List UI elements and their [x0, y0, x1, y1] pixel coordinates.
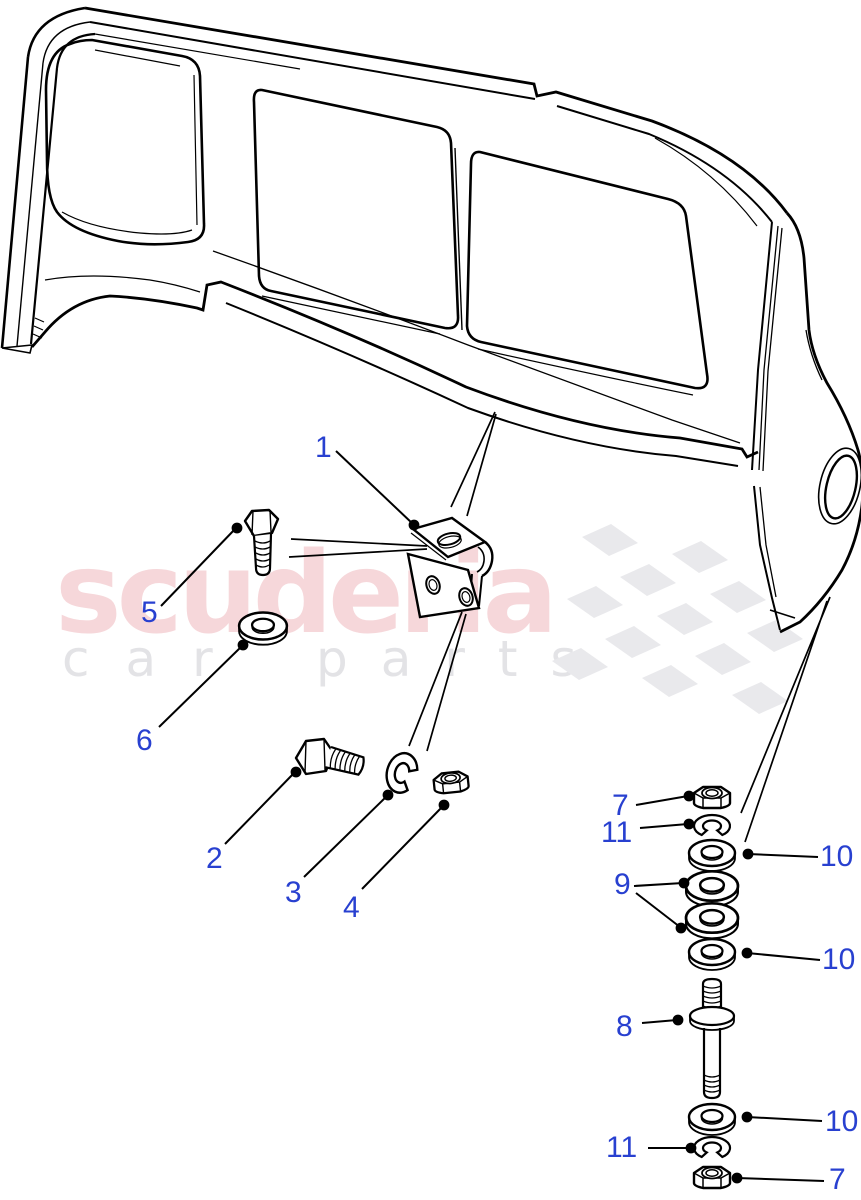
- bolt-part-2: [294, 737, 365, 776]
- callout-label-8[interactable]: 8: [616, 1010, 633, 1043]
- nut-part-4: [431, 769, 471, 796]
- callout-label-4[interactable]: 4: [343, 891, 360, 924]
- washer-part-6: [237, 611, 289, 646]
- spring-washer-part-11-bottom: [692, 1135, 732, 1159]
- callout-label-2[interactable]: 2: [206, 842, 223, 875]
- bolt-part-5: [243, 508, 280, 577]
- tagline-watermark-parts: parts: [316, 630, 610, 688]
- grab-handle-cutout: [817, 447, 861, 525]
- bracket-part-1: [406, 516, 494, 619]
- callout-label-6[interactable]: 6: [136, 724, 153, 757]
- washer-part-9-a: [684, 869, 740, 908]
- assembly-pointer-lines: [288, 411, 831, 843]
- callout-label-10-a[interactable]: 10: [820, 840, 853, 873]
- stud-part-8: [688, 977, 736, 1100]
- nut-part-7-bottom: [692, 1165, 732, 1190]
- callout-label-9[interactable]: 9: [614, 868, 631, 901]
- callout-label-7-top[interactable]: 7: [612, 789, 629, 822]
- cab-rear-frame-drawing: [0, 6, 861, 634]
- callout-label-11-bottom[interactable]: 11: [606, 1131, 637, 1164]
- washer-part-9-b: [684, 901, 740, 940]
- callout-label-7-bottom[interactable]: 7: [829, 1163, 846, 1196]
- callout-label-5[interactable]: 5: [141, 596, 158, 629]
- washer-part-10-b: [687, 937, 737, 972]
- washer-part-10-a: [687, 838, 737, 873]
- spring-washer-part-3: [385, 752, 419, 794]
- callout-label-10-b[interactable]: 10: [822, 943, 855, 976]
- callout-label-1[interactable]: 1: [315, 431, 332, 464]
- nut-part-7-top: [692, 785, 732, 810]
- callout-leader-lines: [158, 450, 825, 1184]
- callout-label-10-c[interactable]: 10: [825, 1105, 858, 1138]
- callout-label-11-top[interactable]: 11: [601, 816, 632, 849]
- tagline-watermark-car: car: [62, 630, 249, 688]
- callout-label-3[interactable]: 3: [285, 876, 302, 909]
- washer-part-10-c: [687, 1102, 737, 1137]
- spring-washer-part-11-top: [692, 813, 732, 837]
